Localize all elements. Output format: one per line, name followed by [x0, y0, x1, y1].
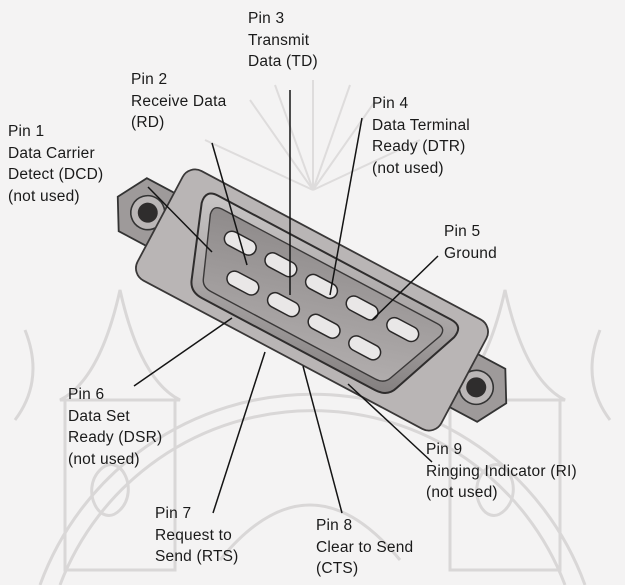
pin-4-line-3: (not used)	[372, 159, 444, 177]
leader-line-pin-7	[212, 351, 266, 514]
pin-9-label: Pin 9 Ringing Indicator (RI) (not used)	[426, 439, 577, 504]
pin-1-line-2: Detect (DCD)	[8, 166, 104, 183]
pin-2-title: Pin 2	[131, 71, 168, 88]
leader-line-pin-8	[302, 365, 343, 514]
pin-9-socket	[348, 335, 382, 361]
pin-3-title: Pin 3	[248, 10, 285, 27]
pin-9-line-2: (not used)	[426, 484, 498, 501]
leader-line-pin-2	[211, 142, 248, 266]
pin-6-label: Pin 6 Data Set Ready (DSR) (not used)	[68, 384, 162, 470]
pin-9-title: Pin 9	[426, 441, 463, 458]
pin-7-line-2: Send (RTS)	[155, 548, 239, 565]
pin-5-line-1: Ground	[444, 244, 497, 262]
pin-3-line-1: Transmit	[248, 31, 310, 49]
pin-5-socket	[386, 316, 420, 343]
pin-6-line-1: Data Set	[68, 407, 130, 425]
pin-7-title: Pin 7	[155, 505, 192, 522]
pin-2-label: Pin 2 Receive Data (RD)	[131, 69, 226, 134]
leader-line-pin-6	[133, 317, 233, 387]
pin-5-label: Pin 5 Ground	[444, 221, 497, 264]
leader-line-pin-1	[147, 186, 213, 253]
pin-8-line-1: Clear to Send	[316, 538, 414, 556]
pin-2-line-2: (RD)	[131, 114, 165, 131]
pin-7-line-1: Request to	[155, 526, 232, 544]
leader-line-pin-9	[347, 383, 433, 463]
leader-lines	[133, 90, 439, 514]
pin-6-line-3: (not used)	[68, 450, 140, 468]
pin-2-socket	[264, 252, 298, 278]
pin-4-label: Pin 4 Data Terminal Ready (DTR) (not use…	[372, 93, 470, 179]
pin-7-socket	[266, 291, 301, 318]
pin-5-title: Pin 5	[444, 223, 481, 240]
leader-line-pin-5	[371, 255, 439, 321]
pin-2-line-1: Receive Data	[131, 92, 227, 110]
pin-1-label: Pin 1 Data Carrier Detect (DCD) (not use…	[8, 121, 103, 207]
db9-connector	[116, 168, 508, 432]
pin-6-line-2: Ready (DSR)	[68, 429, 163, 446]
pin-1-line-3: (not used)	[8, 187, 80, 205]
pin-3-line-2: Data (TD)	[248, 53, 318, 70]
pin-8-socket	[307, 313, 341, 339]
pin-1-line-1: Data Carrier	[8, 144, 95, 162]
pin-7-label: Pin 7 Request to Send (RTS)	[155, 503, 239, 568]
pin-6-title: Pin 6	[68, 386, 105, 403]
pin-3-label: Pin 3 Transmit Data (TD)	[248, 8, 318, 73]
pin-3-socket	[304, 273, 339, 300]
pin-6-socket	[226, 270, 260, 296]
pin-8-title: Pin 8	[316, 517, 353, 534]
pin-8-label: Pin 8 Clear to Send (CTS)	[316, 515, 413, 580]
pin-4-line-2: Ready (DTR)	[372, 138, 466, 155]
pin-8-line-2: (CTS)	[316, 560, 359, 577]
leader-line-pin-4	[329, 117, 363, 296]
pin-1-title: Pin 1	[8, 123, 45, 140]
pin-4-line-1: Data Terminal	[372, 116, 470, 134]
pin-9-line-1: Ringing Indicator (RI)	[426, 462, 577, 480]
pin-4-title: Pin 4	[372, 95, 409, 112]
